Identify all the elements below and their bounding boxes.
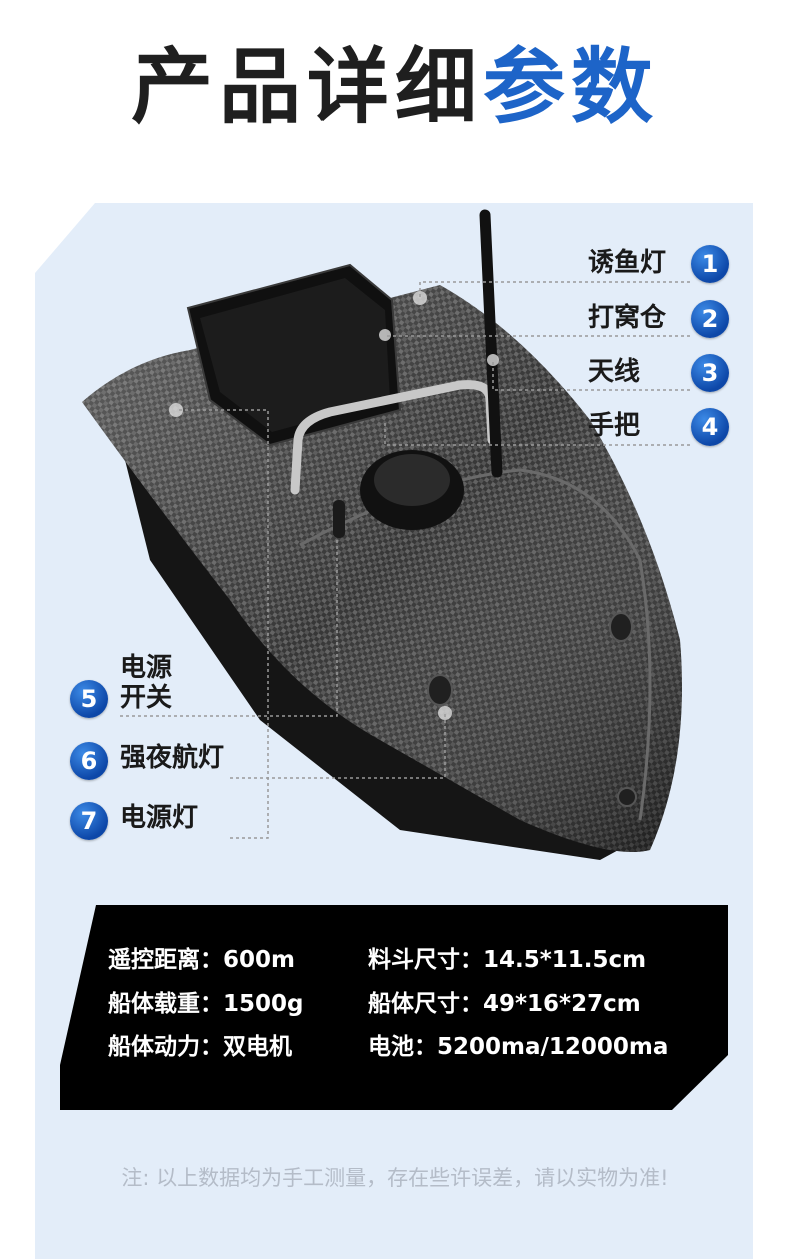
callout-label-power-switch-2: 开关 bbox=[120, 683, 173, 713]
title-accent: 参数 bbox=[483, 40, 660, 135]
spec-hull-size: 船体尺寸：49*16*27cm bbox=[368, 991, 641, 1017]
callout-label-power-switch-1: 电源 bbox=[120, 653, 173, 683]
callout-label-antenna: 天线 bbox=[588, 357, 641, 387]
callout-badge-5: 5 bbox=[70, 680, 108, 718]
spec-power: 船体动力：双电机 bbox=[108, 1034, 292, 1060]
antenna bbox=[479, 209, 503, 478]
callout-label-bait-hold: 打窝仓 bbox=[588, 303, 667, 333]
spec-load-capacity: 船体载重：1500g bbox=[108, 991, 304, 1017]
callout-label-handle: 手把 bbox=[588, 411, 641, 441]
spec-hopper-size: 料斗尺寸：14.5*11.5cm bbox=[368, 947, 647, 973]
callout-badge-6: 6 bbox=[70, 742, 108, 780]
callout-label-power-light: 电源灯 bbox=[120, 803, 199, 833]
callout-badge-7: 7 bbox=[70, 802, 108, 840]
callout-badge-2: 2 bbox=[691, 300, 729, 338]
callout-badge-1: 1 bbox=[691, 245, 729, 283]
callout-badge-3: 3 bbox=[691, 354, 729, 392]
spec-remote-distance: 遥控距离：600m bbox=[108, 947, 295, 973]
page-title: 产品详细参数 bbox=[0, 38, 790, 138]
leader-lines bbox=[120, 281, 690, 839]
callout-label-lure-light: 诱鱼灯 bbox=[588, 248, 667, 278]
spec-battery: 电池：5200ma/12000ma bbox=[368, 1034, 669, 1060]
disclaimer-note: 注: 以上数据均为手工测量，存在些许误差，请以实物为准! bbox=[121, 1166, 669, 1190]
callout-label-night-light: 强夜航灯 bbox=[120, 743, 225, 773]
callout-badge-4: 4 bbox=[691, 408, 729, 446]
title-main: 产品详细 bbox=[130, 40, 483, 135]
spec-box bbox=[60, 905, 728, 1110]
